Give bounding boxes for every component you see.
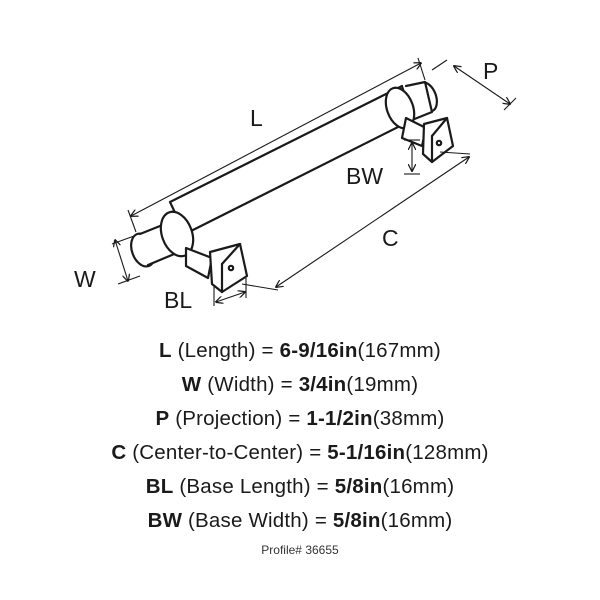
projection-dimension	[454, 66, 510, 104]
spec-imperial: 5/8in	[332, 509, 381, 532]
spec-length: L (Length) = 6-9/16in(167mm)	[0, 334, 600, 368]
spec-center-to-center: C (Center-to-Center) = 5-1/16in(128mm)	[0, 436, 600, 470]
spec-eq: =	[274, 373, 299, 396]
spec-name: (Base Width)	[188, 509, 309, 532]
base-width-label: BW	[346, 163, 383, 189]
spec-abbr: BW	[147, 509, 183, 532]
spec-imperial: 1-1/2in	[306, 407, 373, 430]
handle-bar	[168, 84, 414, 236]
spec-list: L (Length) = 6-9/16in(167mm) W (Width) =…	[0, 334, 600, 538]
spec-name: (Projection)	[175, 407, 283, 430]
left-post	[184, 246, 214, 280]
spec-base-length: BL (Base Length) = 5/8in(16mm)	[0, 470, 600, 504]
pull-handle-diagram: L P BW C W BL	[74, 57, 517, 313]
spec-imperial: 6-9/16in	[279, 339, 358, 362]
spec-metric: (128mm)	[405, 441, 489, 464]
spec-abbr: BL	[145, 475, 174, 498]
length-dimension	[131, 63, 421, 216]
spec-abbr: C	[111, 441, 127, 464]
spec-abbr: W	[181, 373, 202, 396]
spec-eq: =	[308, 509, 333, 532]
spec-imperial: 5-1/16in	[327, 441, 406, 464]
spec-imperial: 5/8in	[334, 475, 383, 498]
spec-name: (Base Length)	[179, 475, 311, 498]
spec-metric: (19mm)	[346, 373, 419, 396]
length-label: L	[250, 105, 263, 131]
handle-drawing	[130, 80, 455, 294]
spec-abbr: P	[155, 407, 170, 430]
width-label: W	[74, 266, 96, 292]
spec-abbr: L	[159, 339, 172, 362]
dimension-labels: L P BW C W BL	[74, 58, 498, 313]
base-length-dimension	[216, 292, 245, 302]
center-label: C	[382, 225, 399, 251]
profile-number: Profile# 36655	[261, 543, 339, 557]
spec-width: W (Width) = 3/4in(19mm)	[0, 368, 600, 402]
spec-eq: =	[303, 441, 328, 464]
spec-metric: (16mm)	[380, 509, 453, 532]
spec-imperial: 3/4in	[298, 373, 347, 396]
center-dimension	[276, 157, 469, 287]
spec-metric: (16mm)	[382, 475, 455, 498]
base-length-label: BL	[164, 287, 192, 313]
projection-label: P	[483, 58, 498, 84]
spec-name: (Length)	[177, 339, 256, 362]
spec-eq: =	[282, 407, 307, 430]
spec-projection: P (Projection) = 1-1/2in(38mm)	[0, 402, 600, 436]
spec-name: (Width)	[207, 373, 275, 396]
spec-metric: (38mm)	[372, 407, 445, 430]
spec-eq: =	[255, 339, 280, 362]
spec-name: (Center-to-Center)	[132, 441, 304, 464]
spec-base-width: BW (Base Width) = 5/8in(16mm)	[0, 504, 600, 538]
dimension-lines	[111, 57, 517, 306]
spec-metric: (167mm)	[357, 339, 441, 362]
width-dimension	[115, 240, 128, 281]
spec-eq: =	[310, 475, 335, 498]
